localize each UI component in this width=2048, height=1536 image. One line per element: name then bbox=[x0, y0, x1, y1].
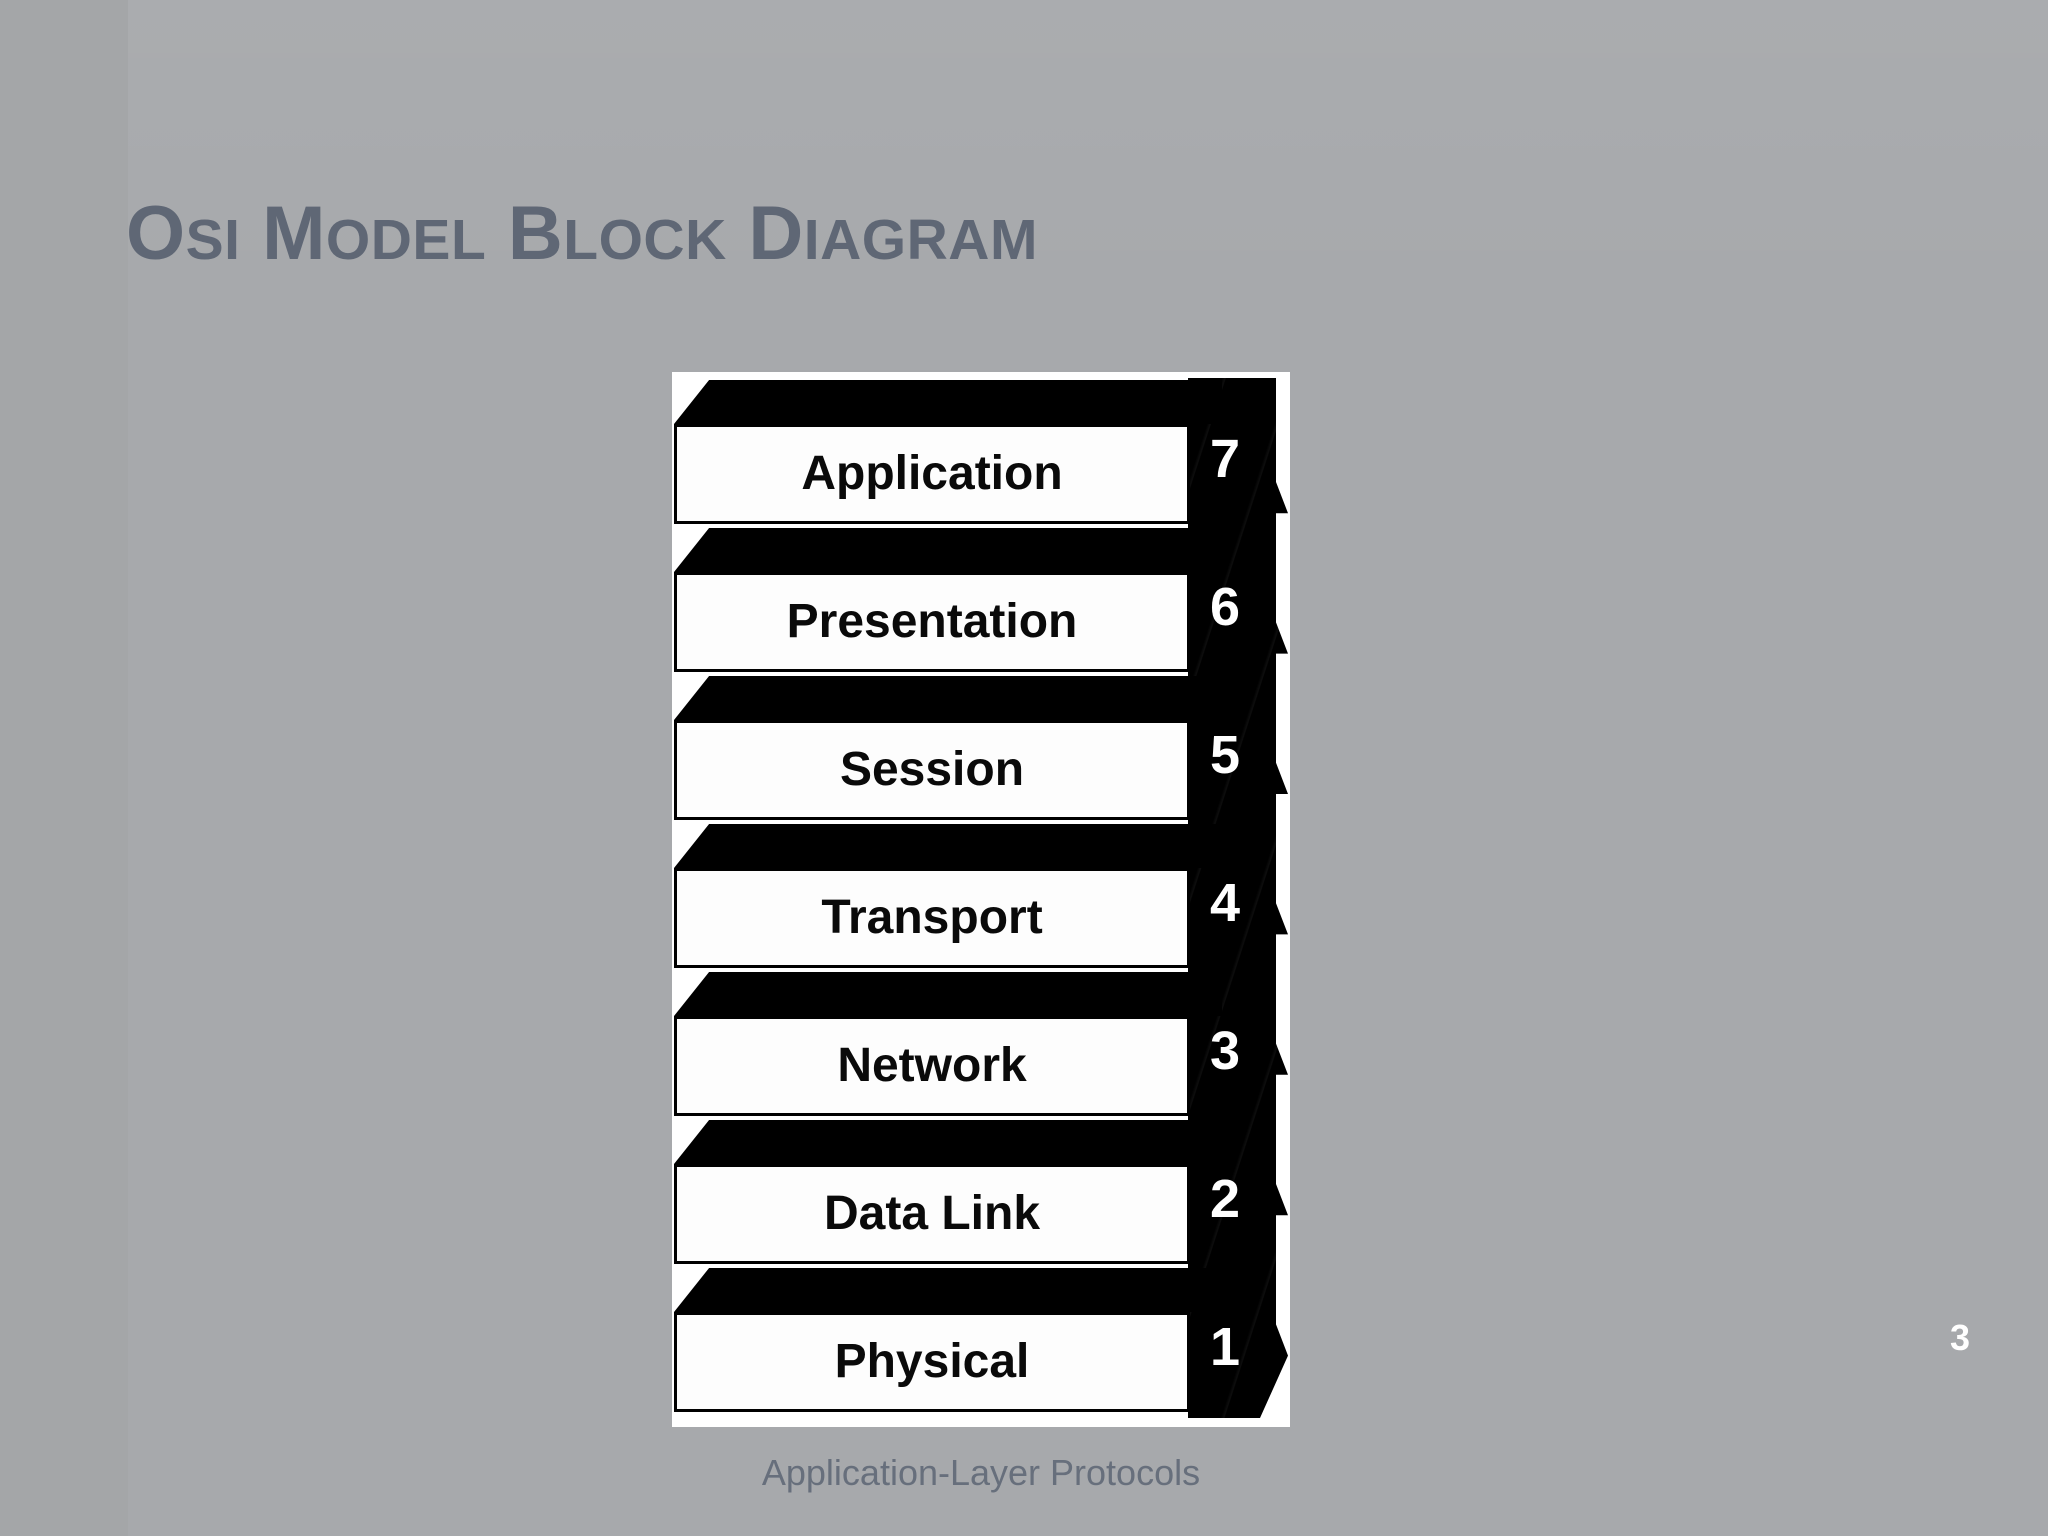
layer-number: 2 bbox=[1210, 1169, 1241, 1229]
layer-top-face bbox=[674, 1120, 1222, 1164]
layer-number: 7 bbox=[1210, 429, 1241, 489]
layer-label: Physical bbox=[834, 1335, 1030, 1388]
layer-number: 4 bbox=[1210, 873, 1241, 933]
page-title-word-0: OSI bbox=[126, 191, 241, 276]
layer-label: Transport bbox=[821, 891, 1043, 944]
layer-plate[interactable]: Network bbox=[674, 1016, 1190, 1116]
layer-top-face bbox=[674, 676, 1222, 720]
layer-plate[interactable]: Physical bbox=[674, 1312, 1190, 1412]
layer-top-face bbox=[674, 972, 1222, 1016]
layer-number: 5 bbox=[1210, 725, 1241, 785]
layer-number: 1 bbox=[1210, 1317, 1241, 1377]
layer-top-face bbox=[674, 1268, 1222, 1312]
page-title-word-1: MODEL bbox=[262, 191, 487, 276]
layer-number: 6 bbox=[1210, 577, 1241, 637]
page-title-word-2: BLOCK bbox=[507, 191, 727, 276]
layer-top-face bbox=[674, 824, 1222, 868]
page-title-word-3: DIAGRAM bbox=[748, 191, 1038, 276]
layer-number: 3 bbox=[1210, 1021, 1241, 1081]
layer-label: Presentation bbox=[786, 595, 1078, 648]
layer-label: Application bbox=[801, 447, 1063, 500]
layer-plate[interactable]: Session bbox=[674, 720, 1190, 820]
layer-plate[interactable]: Data Link bbox=[674, 1164, 1190, 1264]
template-left-band bbox=[0, 0, 128, 1536]
page-number: 3 bbox=[1949, 1317, 1970, 1358]
layer-plate[interactable]: Transport bbox=[674, 868, 1190, 968]
layer-top-face bbox=[674, 380, 1222, 424]
layer-plate[interactable]: Presentation bbox=[674, 572, 1190, 672]
layer-plate[interactable]: Application bbox=[674, 424, 1190, 524]
layer-label: Network bbox=[837, 1039, 1027, 1092]
page-title: OSI MODEL BLOCK DIAGRAM bbox=[126, 196, 1038, 272]
layer-top-face bbox=[674, 528, 1222, 572]
diagram-caption: Application-Layer Protocols bbox=[761, 1452, 1201, 1493]
layer-label: Session bbox=[839, 743, 1025, 796]
layer-label: Data Link bbox=[823, 1187, 1041, 1240]
